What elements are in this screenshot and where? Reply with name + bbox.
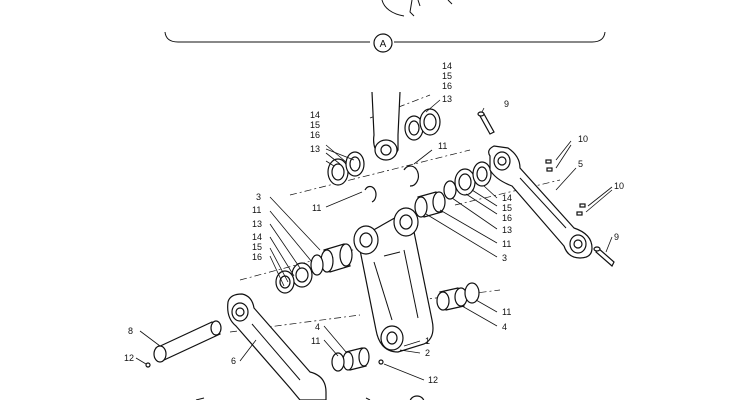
- detail-bracket: [164, 31, 606, 43]
- callout-11: 11: [502, 239, 511, 249]
- cylinder-rod-end: [371, 91, 401, 161]
- callout-3: 3: [502, 253, 507, 263]
- right-link: [488, 145, 593, 259]
- callout-11: 11: [502, 307, 511, 317]
- circlip-11-upper: [364, 165, 419, 203]
- seal-set-left-top: [327, 151, 365, 186]
- callout-5: 5: [578, 159, 583, 169]
- callout-13: 13: [252, 219, 262, 229]
- callout-16: 16: [442, 81, 452, 91]
- callout-16: 16: [502, 213, 512, 223]
- grease-fittings: [145, 159, 586, 368]
- seal-set-top: [404, 108, 441, 141]
- callout-3: 3: [256, 192, 261, 202]
- bushing-4-center: [331, 347, 370, 372]
- detail-marker: A: [373, 33, 393, 53]
- callout-9: 9: [614, 232, 619, 242]
- bolt-right: [593, 246, 615, 267]
- callout-14: 14: [502, 193, 512, 203]
- callout-15: 15: [252, 242, 262, 252]
- bushing-4-right: [436, 282, 480, 311]
- callout-6: 6: [231, 356, 236, 366]
- callout-11: 11: [312, 203, 321, 213]
- callout-10: 10: [614, 181, 624, 191]
- top-fragment: [381, 0, 453, 17]
- callout-1: 1: [425, 336, 430, 346]
- callout-11: 11: [311, 336, 320, 346]
- center-link: [353, 207, 434, 353]
- bolt-top: [477, 111, 495, 135]
- callout-12: 12: [428, 375, 438, 385]
- callout-4: 4: [502, 322, 507, 332]
- callout-12: 12: [124, 353, 134, 363]
- left-link: [227, 293, 327, 400]
- callout-9: 9: [504, 99, 509, 109]
- callout-13: 13: [442, 94, 452, 104]
- callout-8: 8: [128, 326, 133, 336]
- callout-11: 11: [252, 205, 261, 215]
- callout-labels: 14 15 16 13 9 14 15 16 13 11 10 5 10 11 …: [124, 61, 624, 385]
- callout-16: 16: [310, 130, 320, 140]
- svg-text:A: A: [380, 39, 387, 50]
- callout-14: 14: [442, 61, 452, 71]
- callout-14: 14: [252, 232, 262, 242]
- callout-15: 15: [502, 203, 512, 213]
- callout-10: 10: [578, 134, 588, 144]
- callout-14: 14: [310, 110, 320, 120]
- leader-lines: [135, 99, 613, 381]
- callout-16: 16: [252, 252, 262, 262]
- bushing-3-right: [414, 161, 492, 218]
- pin: [153, 320, 222, 363]
- callout-11: 11: [438, 141, 447, 151]
- callout-2: 2: [425, 348, 430, 358]
- callout-15: 15: [310, 120, 320, 130]
- callout-15: 15: [442, 71, 452, 81]
- callout-13: 13: [502, 225, 512, 235]
- callout-4: 4: [315, 322, 320, 332]
- bushing-3-left: [275, 243, 353, 294]
- callout-13: 13: [310, 144, 320, 154]
